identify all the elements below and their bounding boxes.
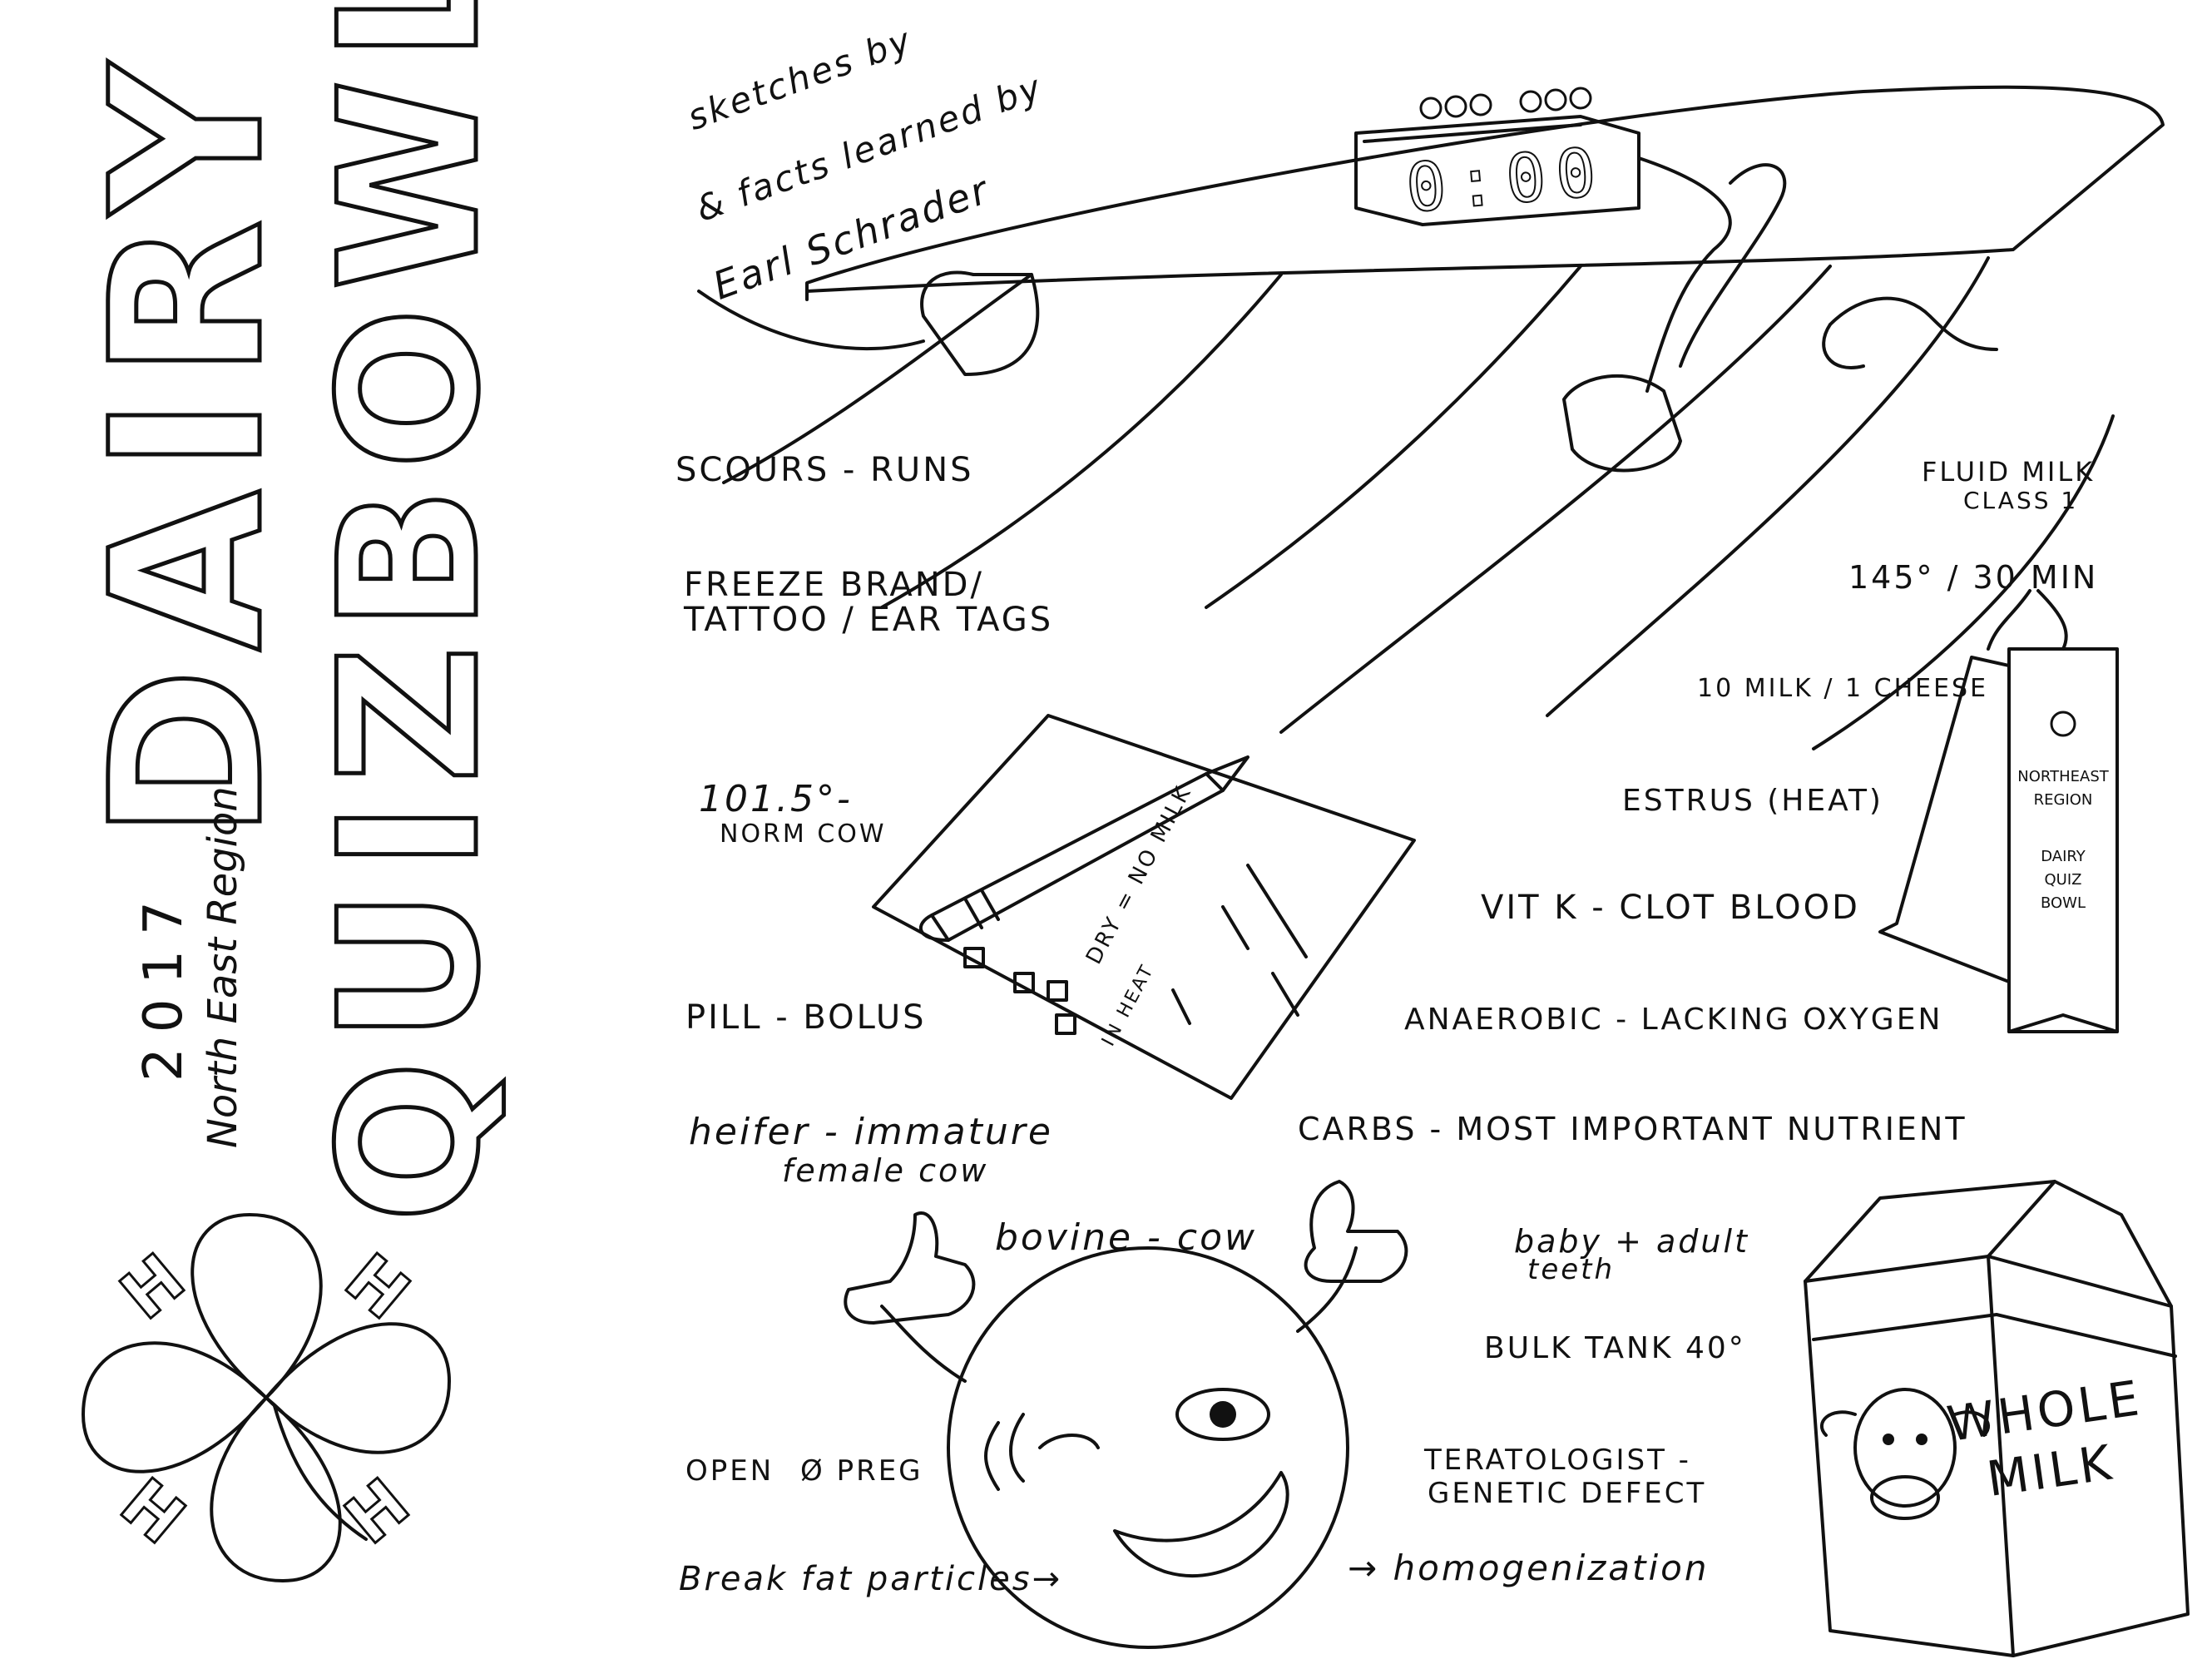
fact-pasteurize: 145° / 30 MIN: [1848, 559, 2099, 596]
fact-fluid-line1: FLUID MILK: [1922, 456, 2096, 488]
title-quiz: QUIZ: [298, 626, 524, 1226]
fact-scours: SCOURS - RUNS: [675, 451, 974, 489]
fact-estrus: ESTRUS (HEAT): [1622, 784, 1883, 818]
fact-preg: Ø PREG: [800, 1454, 923, 1488]
title-bowl: BOWL: [298, 0, 524, 635]
fact-fluid-line2: CLASS 1: [1963, 487, 2079, 514]
fact-teratologist-line1: TERATOLOGIST -: [1424, 1444, 1691, 1477]
fact-pill: PILL - BOLUS: [685, 998, 927, 1037]
title-block: DAIRY QUIZ BOWL 2017 North East Region H…: [0, 0, 532, 1659]
fact-freeze-line1: FREEZE BRAND/: [684, 566, 984, 604]
quiz-table-sketch: [697, 85, 2165, 750]
clover-icon: [82, 1213, 451, 1582]
milk-carton-sketch: [1804, 1180, 2190, 1657]
ribbon-line5: BOWL: [2040, 894, 2086, 912]
ribbon-line3: DAIRY: [2041, 848, 2086, 865]
fact-bulk-tank: BULK TANK 40°: [1484, 1331, 1746, 1365]
checklist-paper-sketch: [872, 714, 1416, 1100]
fact-heifer-line2: female cow: [782, 1152, 989, 1189]
year-label: 2017: [133, 886, 195, 1082]
award-ribbon-sketch: [1878, 589, 2119, 1033]
fact-vitk: VIT K - CLOT BLOOD: [1481, 889, 1860, 927]
fact-heifer-line1: heifer - immature: [689, 1111, 1053, 1153]
fact-homogenization: → homogenization: [1348, 1548, 1710, 1588]
fact-milk-cheese: 10 MILK / 1 CHEESE: [1697, 674, 1989, 703]
milk-drop-character: [844, 1180, 1408, 1649]
fact-teeth-line1: baby + adult: [1514, 1223, 1749, 1260]
fact-temp-line2: NORM COW: [720, 820, 887, 849]
fact-carbs: CARBS - MOST IMPORTANT NUTRIENT: [1298, 1111, 1967, 1147]
fact-freeze-line2: TATTOO / EAR TAGS: [684, 601, 1054, 639]
region-label: North East Region: [200, 786, 246, 1148]
fact-bovine: bovine - cow: [995, 1216, 1258, 1259]
fact-open: OPEN: [685, 1454, 774, 1488]
fact-teeth-line2: teeth: [1527, 1253, 1616, 1286]
ribbon-line4: QUIZ: [2044, 871, 2082, 889]
fact-temp-line1: 101.5°-: [699, 778, 853, 820]
ribbon-line2: REGION: [2033, 791, 2093, 809]
fact-anaerobic: ANAEROBIC - LACKING OXYGEN: [1404, 1003, 1943, 1037]
ribbon-line1: NORTHEAST: [2017, 768, 2109, 785]
title-dairy: DAIRY: [65, 45, 311, 843]
fact-teratologist-line2: GENETIC DEFECT: [1428, 1477, 1707, 1510]
ribbon-text: NORTHEAST REGION DAIRY QUIZ BOWL: [2013, 765, 2113, 915]
